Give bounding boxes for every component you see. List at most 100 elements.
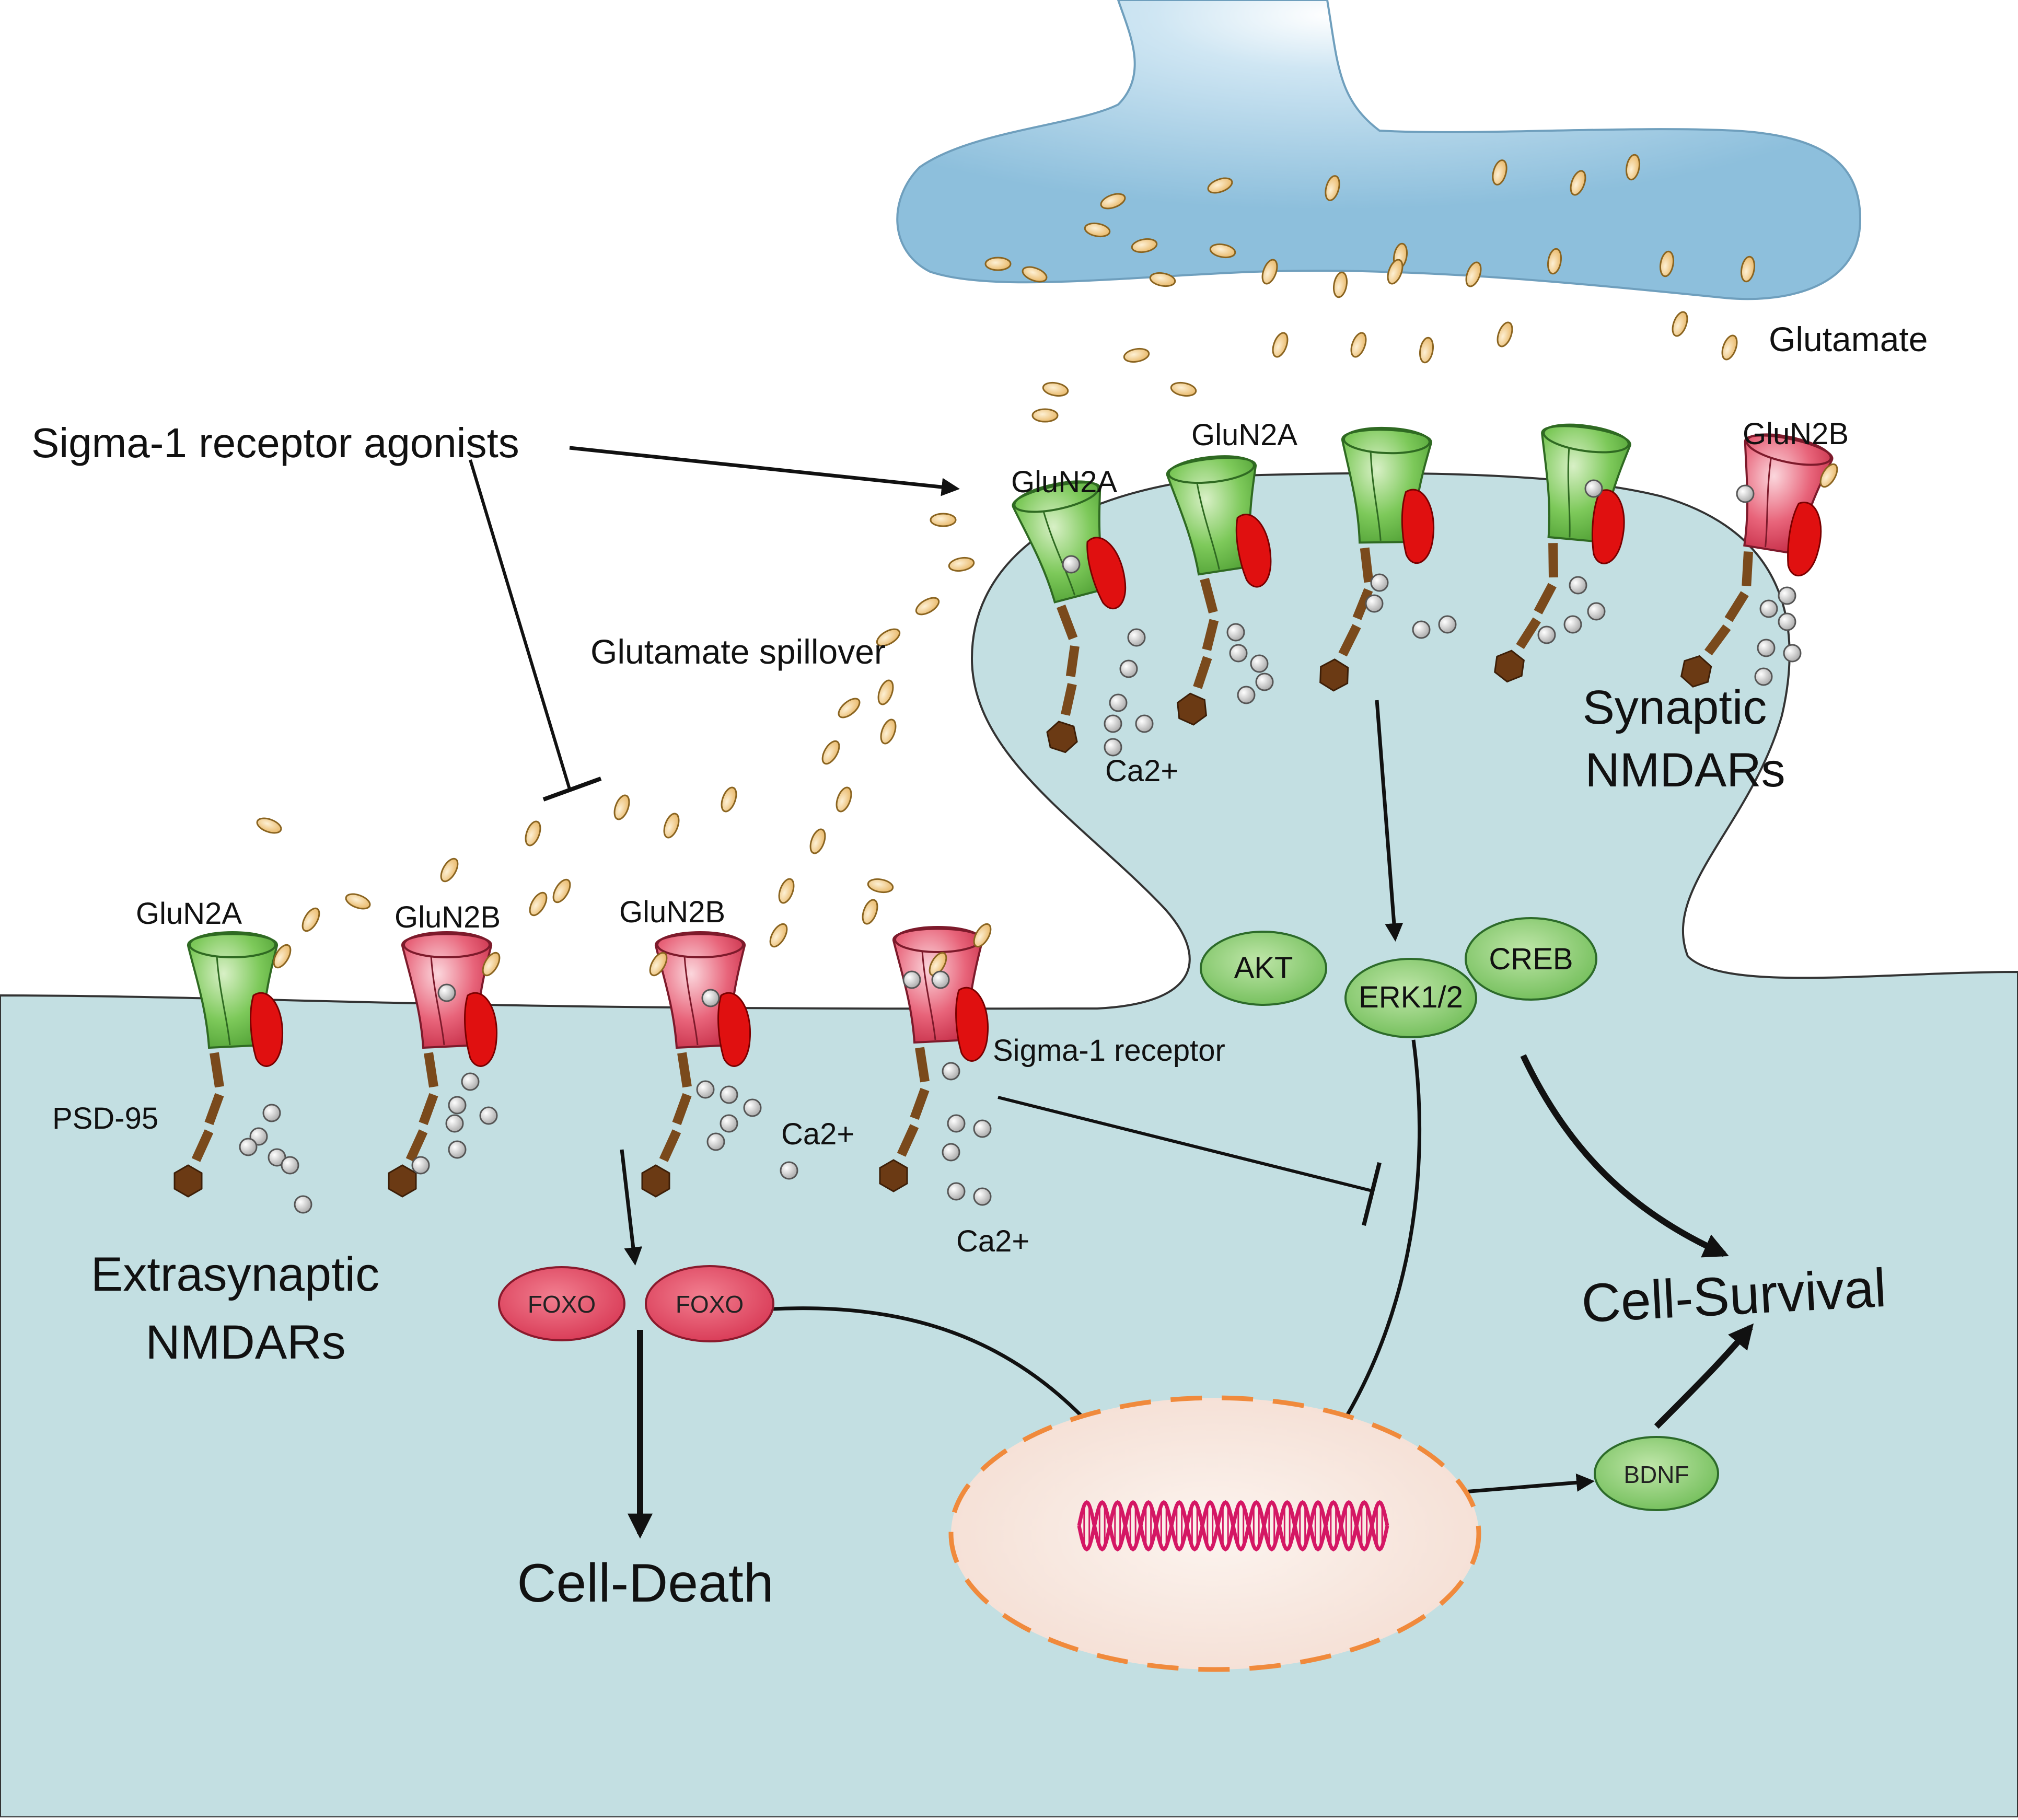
glutamate-dot <box>1465 261 1482 287</box>
erk-bubble: ERK1/2 <box>1344 958 1477 1038</box>
calcium-ion <box>780 1161 798 1180</box>
receptor-syn-5-sigma1 <box>1787 502 1822 576</box>
glutamate-dot <box>1100 193 1126 210</box>
receptor-label-syn-5: GluN2B <box>1743 417 1849 451</box>
receptor-label-extra-1: GluN2A <box>136 897 242 931</box>
ca-synaptic-label: Ca2+ <box>1105 754 1178 788</box>
foxo-bubble-2: FOXO <box>645 1265 774 1342</box>
glutamate-dot <box>345 893 371 910</box>
glutamate-dot <box>1659 250 1675 277</box>
glutamate-dot <box>876 628 901 647</box>
glutamate-dot <box>1625 154 1641 181</box>
glutamate-dot <box>915 597 940 616</box>
receptor-syn-1-sigma1 <box>1086 537 1127 610</box>
erk-label: ERK1/2 <box>1359 980 1463 1014</box>
glutamate-dot <box>1497 321 1513 347</box>
calcium-ion <box>1365 594 1384 613</box>
glutamate-dot <box>1672 311 1688 337</box>
receptor-syn-2-psd95 <box>1176 692 1208 726</box>
calcium-ion <box>1237 686 1256 704</box>
glutamate-dot <box>721 786 737 813</box>
calcium-ion <box>942 1062 960 1081</box>
extrasynaptic-title-line2: NMDARs <box>145 1316 345 1369</box>
glutamate-dot <box>769 923 788 948</box>
glutamate-dot <box>1272 332 1289 358</box>
glutamate-dot <box>778 878 795 904</box>
calcium-ion <box>239 1138 258 1156</box>
agonist-arrow <box>569 446 960 496</box>
glutamate-dot <box>1325 175 1340 201</box>
receptor-syn-2 <box>1166 455 1272 726</box>
receptor-syn-5-psd95 <box>1680 655 1712 688</box>
glutamate-dot <box>1819 463 1838 488</box>
glutamate-dot <box>1123 347 1150 363</box>
calcium-ion <box>947 1182 966 1201</box>
akt-label: AKT <box>1234 951 1293 985</box>
erk-to-nucleus-arrow <box>1317 1039 1422 1461</box>
receptor-label-syn-2: GluN2A <box>1191 418 1297 452</box>
calcium-ion <box>1255 673 1274 691</box>
glutamate-dot <box>838 698 861 718</box>
calcium-ion <box>437 983 456 1002</box>
calcium-ion <box>1783 644 1802 663</box>
receptor-extra-1-psd95 <box>173 1164 203 1198</box>
calcium-ion <box>1250 654 1269 673</box>
bdnf-to-survival-arrow <box>1654 1323 1754 1429</box>
calcium-ion <box>720 1085 738 1104</box>
glutamate-dot <box>1740 256 1756 283</box>
glutamate-dot <box>1261 259 1278 285</box>
glutamate-dot <box>1419 337 1434 364</box>
calcium-ion <box>1759 599 1778 618</box>
calcium-ion <box>281 1156 299 1175</box>
calcium-ion <box>262 1104 281 1122</box>
glutamate-dot <box>1570 170 1586 196</box>
calcium-ion <box>1412 620 1431 639</box>
glutamate-dot <box>529 891 548 917</box>
receptor-syn-1 <box>1012 480 1127 753</box>
calcium-ion <box>411 1156 430 1175</box>
creb-to-survival-arrow <box>1520 1054 1729 1258</box>
glutamate-dot <box>1721 334 1738 361</box>
glutamate-dot <box>867 878 894 894</box>
calcium-ion <box>947 1114 966 1133</box>
calcium-ion <box>1587 602 1606 621</box>
glutamate-dot <box>552 878 571 903</box>
glutamate-dot <box>1387 259 1404 285</box>
calcium-ion <box>461 1072 480 1091</box>
calcium-ion <box>1119 659 1138 678</box>
calcium-ion <box>1563 615 1582 634</box>
calcium-ion <box>1062 555 1081 574</box>
agonist-inhibit-line <box>469 459 571 790</box>
glutamate-dot <box>984 257 1012 271</box>
cell-death-label: Cell-Death <box>517 1553 773 1614</box>
glutamate-dot <box>973 923 992 948</box>
calcium-ion <box>1229 644 1248 663</box>
receptor-syn-1-psd95 <box>1046 721 1078 753</box>
calcium-particles <box>239 479 1802 1214</box>
calcium-ion <box>479 1106 498 1125</box>
receptor-syn-4-sigma1 <box>1591 489 1625 564</box>
calcium-ion <box>1736 484 1755 503</box>
glutamate-label: Glutamate <box>1769 320 1928 358</box>
receptor-extra-2-sigma1 <box>464 992 498 1067</box>
sigma-inhibit-bar <box>1362 1162 1382 1226</box>
glutamate-dot <box>948 557 975 572</box>
glutamate-dot <box>613 794 630 820</box>
spillover-label: Glutamate spillover <box>590 632 886 671</box>
glutamate-dot <box>1131 238 1158 253</box>
glutamate-dot <box>1332 271 1348 298</box>
calcium-ion <box>1438 615 1457 634</box>
calcium-ion <box>942 1143 960 1162</box>
receptor-syn-2-sigma1 <box>1235 514 1272 588</box>
calcium-ion <box>743 1098 762 1117</box>
calcium-ion <box>1127 628 1146 647</box>
calcium-ion <box>902 970 921 989</box>
glutamate-dot <box>1492 159 1507 186</box>
calcium-ion <box>696 1080 715 1099</box>
glutamate-dot <box>1084 222 1111 238</box>
sigma-receptor-label: Sigma-1 receptor <box>993 1034 1225 1068</box>
receptor-extra-2-psd95 <box>388 1164 417 1198</box>
glutamate-dot <box>1031 408 1059 423</box>
glutamate-dot <box>821 740 840 765</box>
